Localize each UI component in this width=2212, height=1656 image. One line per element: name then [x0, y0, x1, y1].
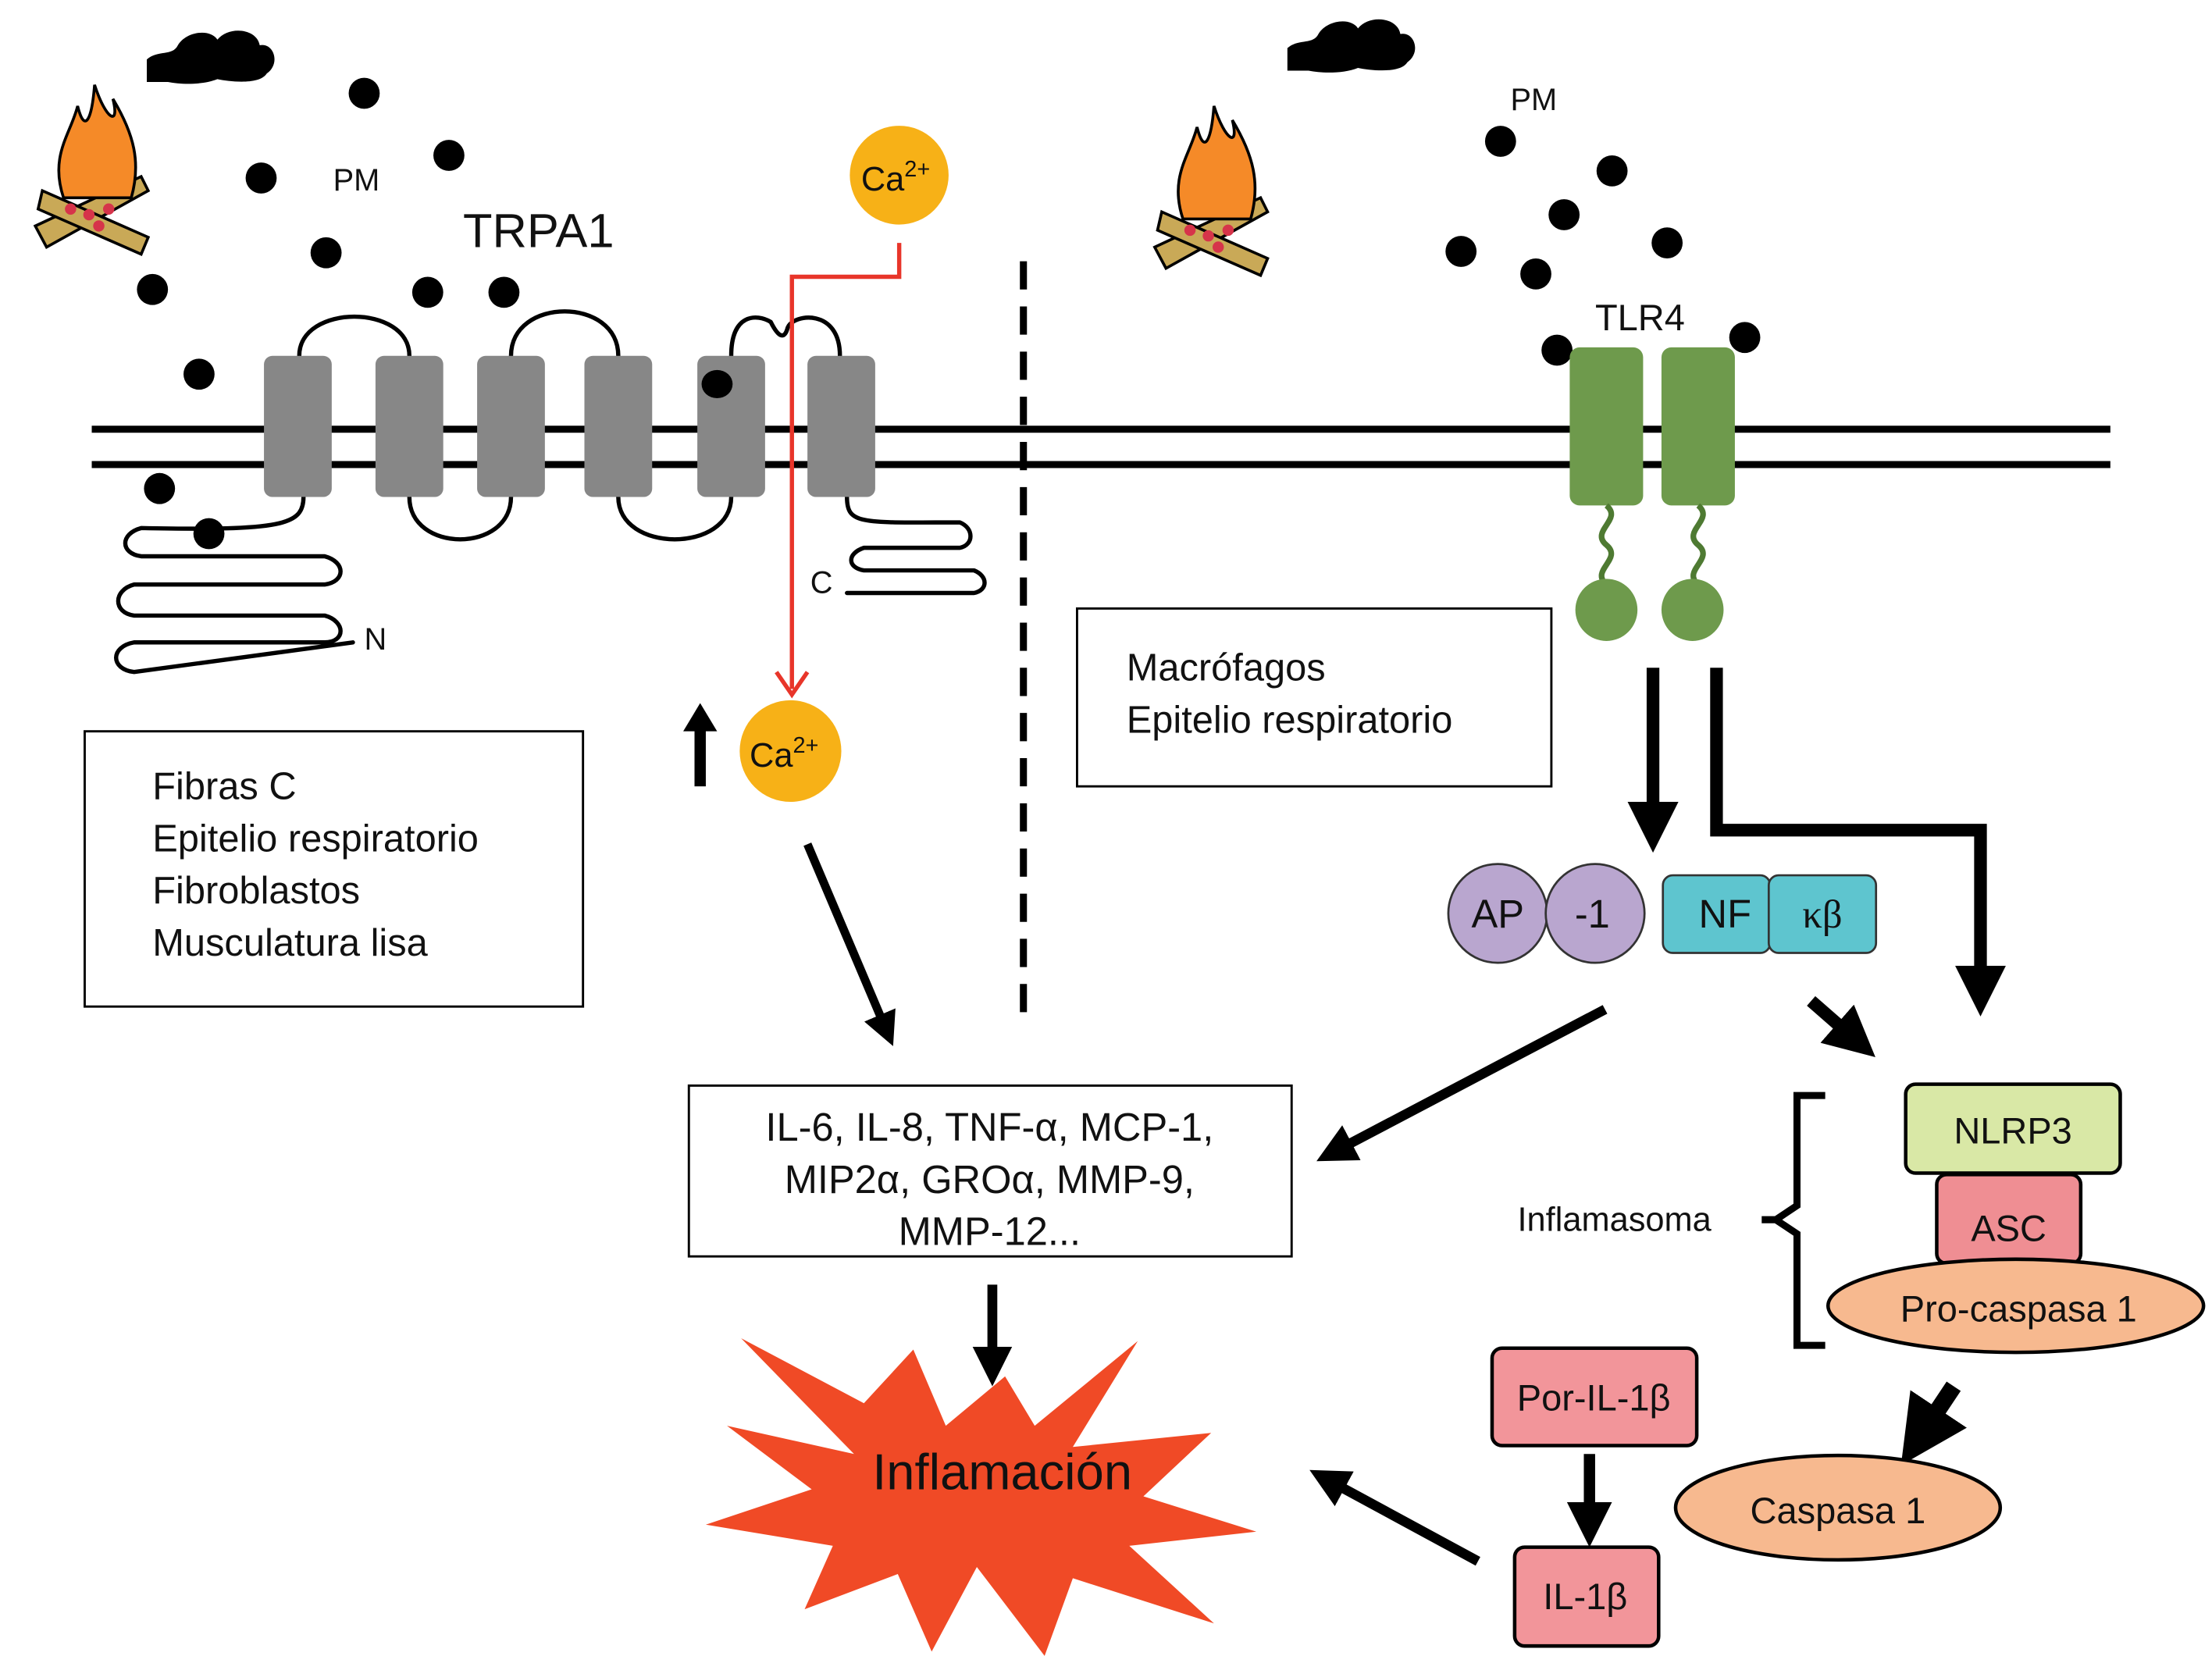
cell-type: Epitelio respiratorio	[1127, 699, 1453, 741]
svg-text:-1: -1	[1575, 892, 1610, 936]
mediators-line: MMP-12...	[899, 1209, 1081, 1254]
asc: ASC	[1935, 1173, 2083, 1266]
fire-icon	[34, 83, 150, 256]
svg-text:NF: NF	[1699, 892, 1751, 936]
inflammation-burst: Inflamación	[705, 1338, 1257, 1656]
trpa1-label: TRPA1	[463, 205, 614, 258]
increase-arrow-icon	[683, 703, 718, 787]
fire-icon	[1153, 104, 1270, 277]
tlr4-receptor	[1569, 347, 1735, 641]
mediators-line: IL-6, IL-8, TNF-α, MCP-1,	[765, 1105, 1213, 1149]
svg-text:ASC: ASC	[1971, 1207, 2046, 1248]
mediators-line: MIP2α, GROα, MMP-9,	[785, 1157, 1195, 1202]
trpa1-channel	[264, 355, 875, 497]
cell-type: Musculatura lisa	[152, 922, 428, 964]
arrow-tlr4-to-inflammasome	[1710, 668, 2007, 1017]
arrow-il1b-to-inflammation	[1309, 1469, 1480, 1566]
trpa1-loops	[114, 309, 987, 675]
right-cell-types-box: Macrófagos Epitelio respiratorio	[1075, 607, 1553, 788]
svg-text:Por-IL-1β: Por-IL-1β	[1517, 1376, 1671, 1418]
arrow-procaspase-to-caspase	[1900, 1381, 1967, 1465]
tlr4-label: TLR4	[1595, 297, 1685, 338]
il1b: IL-1β	[1512, 1545, 1661, 1648]
cell-type: Fibras C	[152, 765, 296, 807]
arrow-ca-to-mediators	[803, 842, 896, 1046]
left-cell-types-box: Fibras C Epitelio respiratorio Fibroblas…	[84, 730, 585, 1008]
pm-particles-right	[1445, 126, 1761, 366]
svg-text:NLRP3: NLRP3	[1954, 1110, 2072, 1152]
cell-type: Macrófagos	[1127, 647, 1326, 689]
svg-text:AP: AP	[1471, 892, 1524, 936]
smoke-icon	[147, 30, 275, 84]
caspase-1: Caspasa 1	[1673, 1453, 2003, 1562]
svg-text:Inflamación: Inflamación	[872, 1444, 1132, 1501]
svg-text:κβ: κβ	[1802, 892, 1842, 936]
pro-il1b: Por-IL-1β	[1490, 1346, 1699, 1448]
svg-text:Pro-caspasa 1: Pro-caspasa 1	[1900, 1287, 2137, 1329]
arrow-nfkb-to-inflammasome	[1807, 995, 1875, 1058]
inflammasome-bracket	[1761, 1092, 1826, 1349]
svg-text:Caspasa 1: Caspasa 1	[1751, 1490, 1926, 1531]
cell-type: Fibroblastos	[152, 870, 360, 912]
nlrp3: NLRP3	[1904, 1082, 2122, 1175]
pro-caspase-1: Pro-caspasa 1	[1826, 1257, 2206, 1355]
c-terminus-label: C	[810, 565, 833, 600]
ap1-complex: AP -1	[1447, 863, 1646, 964]
svg-text:Ca2+: Ca2+	[861, 157, 930, 198]
pm-label-left: PM	[333, 163, 380, 198]
arrow-tf-to-mediators	[1316, 1005, 1608, 1162]
svg-text:Ca2+: Ca2+	[750, 733, 818, 775]
calcium-influx-arrow	[789, 243, 902, 689]
pm-particles-left	[137, 77, 520, 550]
smoke-icon	[1287, 19, 1416, 73]
calcium-inside: Ca2+	[739, 700, 842, 803]
inflammasome-label: Inflamasoma	[1518, 1202, 1712, 1239]
nfkb-complex: NF κβ	[1662, 874, 1878, 954]
pm-label-right: PM	[1510, 83, 1557, 117]
n-terminus-label: N	[364, 622, 386, 657]
calcium-outside: Ca2+	[850, 126, 949, 225]
svg-text:IL-1β: IL-1β	[1543, 1576, 1627, 1617]
cell-type: Epitelio respiratorio	[152, 817, 479, 860]
mediators-box: IL-6, IL-8, TNF-α, MCP-1, MIP2α, GROα, M…	[687, 1084, 1293, 1258]
